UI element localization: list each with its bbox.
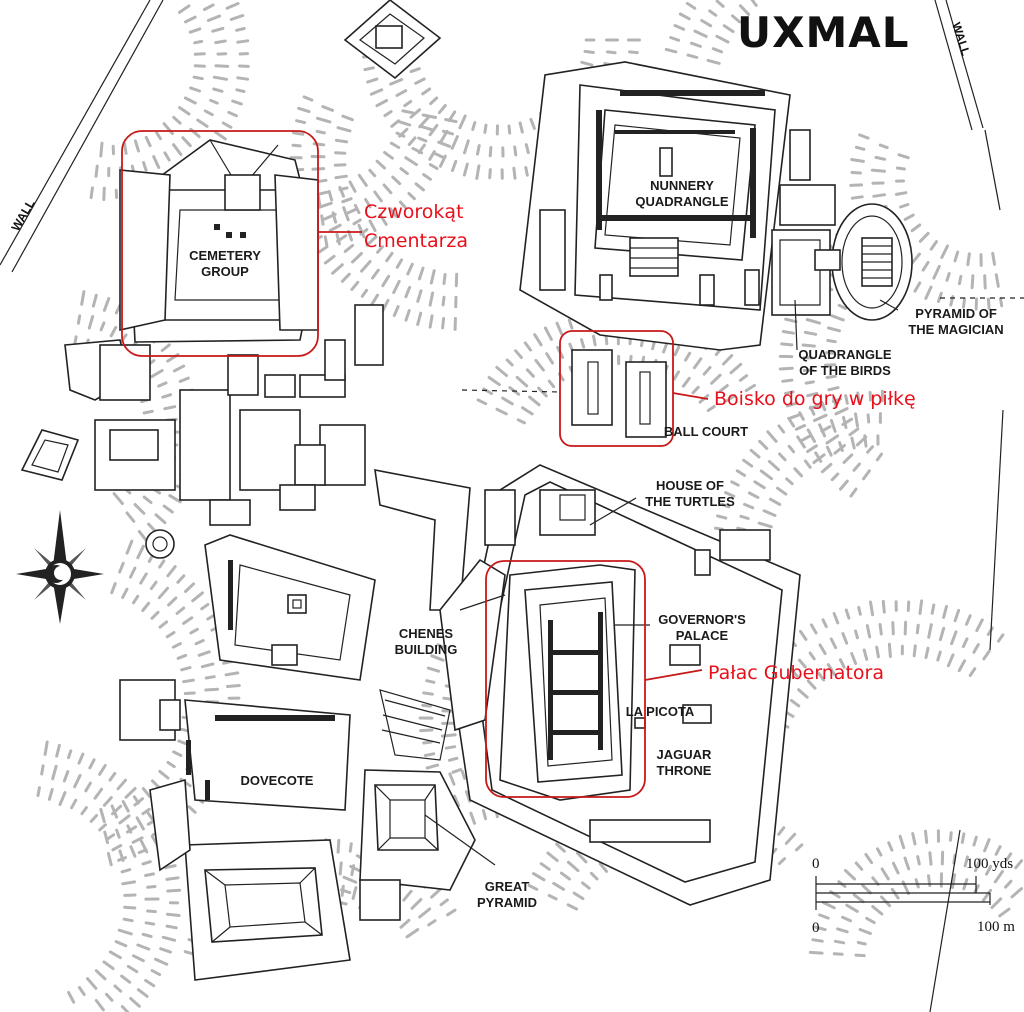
annotation-ballcourt: Boisko do gry w piłkę [714,388,916,410]
ball-court-structure [571,349,667,438]
west-structures [20,304,384,559]
annotation-governor: Pałac Gubernatora [708,662,884,684]
scale-zero-top: 0 [812,856,820,872]
map-title: UXMAL [737,8,910,57]
cemetery-group-structure [119,139,319,343]
governor-highlight-box [485,560,646,798]
north-pyramid [343,0,442,80]
west-courtyard [204,534,376,681]
ballcourt-highlight-box [559,330,674,447]
nunnery-structure [519,61,791,351]
governor-structure [454,464,801,906]
chenes-structure [374,469,516,761]
leader-lines [424,297,1024,866]
label-ballcourt: BALL COURT [664,424,748,439]
scale-meters: 100 m [977,919,1015,935]
label-dovecote: DOVECOTE [241,773,314,788]
cemetery-highlight-box [121,130,319,357]
scale-yards: 100 yds [966,856,1013,872]
highlight-boxes [121,130,709,798]
wall-label-east: WALL [949,21,973,58]
compass-rose-icon [16,510,104,624]
label-lapicota: LA PICOTA [626,704,695,719]
scale-bar: 0 100 yds 0 100 m [812,856,1015,936]
wall-label-west: WALL [8,197,37,233]
magician-structure [771,129,913,321]
dovecote-structure [119,679,351,811]
scale-zero-bottom: 0 [812,920,820,936]
great-pyramid-structure [149,769,476,981]
